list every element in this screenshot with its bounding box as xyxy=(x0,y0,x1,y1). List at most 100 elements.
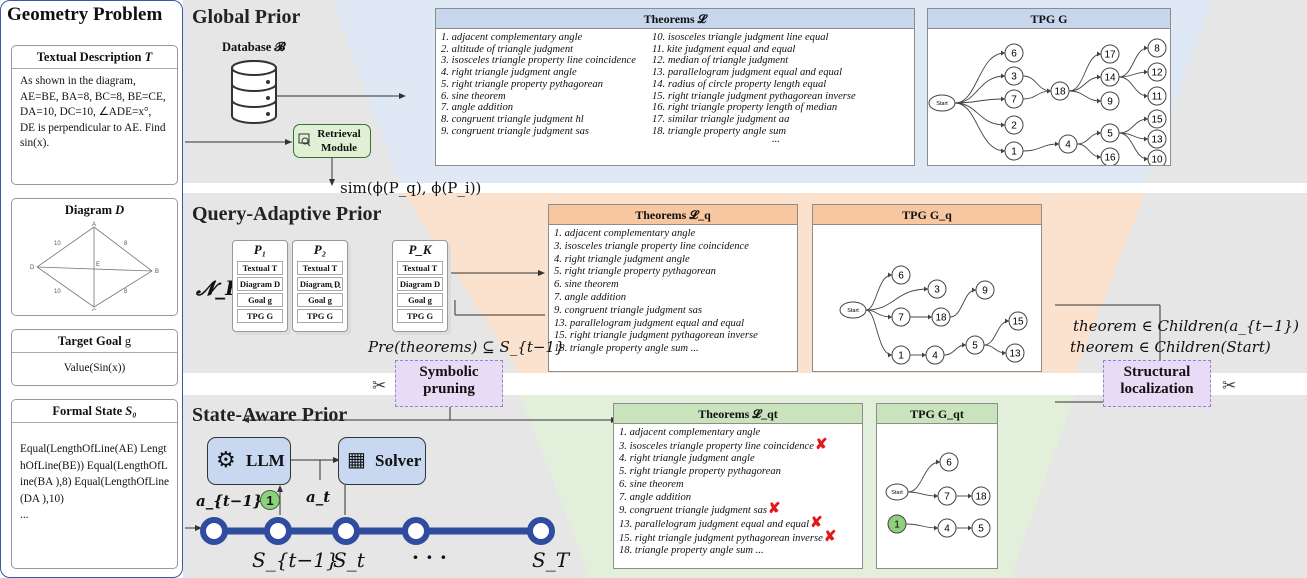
tpg-start-node xyxy=(885,483,909,501)
solver-module: ▦ Solver xyxy=(338,437,426,485)
tpg-start-node xyxy=(928,94,956,112)
tpg-arrowhead xyxy=(1001,96,1005,102)
global-theorems-col2: 10. isosceles triangle judgment line equ… xyxy=(651,32,856,146)
tpg-arrowhead xyxy=(1097,98,1101,104)
tpg-node xyxy=(939,452,959,472)
theorem-item: 13. parallelogram judgment equal and equ… xyxy=(554,317,745,329)
tpg-node-label: 14 xyxy=(1104,73,1116,84)
svg-text:E: E xyxy=(96,262,100,268)
theorem-item: 13. parallelogram judgment equal and equ… xyxy=(651,67,843,79)
tpg-node xyxy=(925,345,945,365)
tpg-arrowhead xyxy=(1144,69,1148,75)
tpg-arrowhead xyxy=(1144,45,1148,51)
tpg-node xyxy=(937,486,957,506)
tpg-node xyxy=(891,345,911,365)
tpg-node-label: 1 xyxy=(898,351,904,362)
tpg-arrowhead xyxy=(1144,156,1148,162)
card-header: Diagram D xyxy=(12,199,177,221)
panel-title: Geometry Problem xyxy=(7,4,163,25)
tpg-node xyxy=(891,307,911,327)
tpg-edge xyxy=(1022,90,1052,100)
cross-mark-icon: ✘ xyxy=(823,528,837,545)
neighbor-card-title: P₁ xyxy=(253,242,267,257)
tpg-node-label: 17 xyxy=(1104,50,1116,61)
theorem-item: 1. adjacent complementary angle xyxy=(441,32,583,43)
llm-module: ⚙ LLM xyxy=(207,437,291,485)
tpg-node-label: 18 xyxy=(1054,87,1066,98)
tpg-start-node xyxy=(839,301,867,319)
neighbor-card-field: Textual T xyxy=(297,261,343,275)
pruning-condition: Pre(theorems) ⊆ S_{t−1} xyxy=(368,338,565,356)
tpg-edge xyxy=(865,274,893,311)
card-header: Textual Description T xyxy=(12,46,177,69)
database-label: Database 𝓑 xyxy=(222,40,286,54)
ellipsis: ... xyxy=(771,134,780,146)
tpg-edge xyxy=(954,75,1006,104)
tpg-node xyxy=(971,518,991,538)
tpg-node xyxy=(1058,134,1078,154)
svg-text:8: 8 xyxy=(124,241,128,247)
structural-localization-box: Structural localization xyxy=(1103,360,1211,407)
tpg-node-label: Start xyxy=(847,308,859,314)
theorem-item: 11. kite judgment equal and equal xyxy=(651,43,796,55)
tpg-node xyxy=(1147,109,1167,129)
tpg-node xyxy=(1004,141,1024,161)
tpg-node-label: 10 xyxy=(1151,155,1163,166)
tpg-arrowhead xyxy=(1001,148,1005,154)
cross-mark-icon: ✘ xyxy=(814,436,828,453)
tpg-node-label: 3 xyxy=(934,285,940,296)
tpg-arrowhead xyxy=(1002,350,1006,356)
tpg-arrowhead xyxy=(968,493,972,499)
tpg-node xyxy=(1147,86,1167,106)
tpg-node-label: 8 xyxy=(1154,44,1160,55)
tpg-node-label: 4 xyxy=(932,351,938,362)
tpg-node-label: 18 xyxy=(935,313,947,324)
tpg-edge xyxy=(954,52,1006,104)
theorem-item: 5. right triangle property pythagorean xyxy=(619,466,781,478)
query-tpg-title: TPG G_q xyxy=(813,205,1041,225)
theorem-item: 6. sine theorem xyxy=(619,478,684,490)
tpg-arrowhead xyxy=(1005,318,1009,324)
theorem-item: 7. angle addition xyxy=(554,291,627,303)
svg-text:D: D xyxy=(30,265,35,271)
cross-mark-icon: ✘ xyxy=(810,514,823,531)
state-dots: · · · xyxy=(412,545,447,569)
tpg-arrowhead xyxy=(934,525,938,531)
tpg-node xyxy=(927,279,947,299)
svg-text:10: 10 xyxy=(54,289,61,295)
theorem-item: 4. right triangle judgment angle xyxy=(619,453,755,465)
state-prev-label: S_{t−1} xyxy=(252,548,339,572)
state-theorems-title: Theorems 𝓛_qt xyxy=(614,404,862,424)
tpg-edge xyxy=(949,289,977,318)
prev-action: a_{t−1} = xyxy=(196,492,281,510)
section-title-state: State-Aware Prior xyxy=(192,404,348,426)
textual-description-text: As shown in the diagram, AE=BE, BA=8, BC… xyxy=(20,75,166,150)
tpg-node xyxy=(975,280,995,300)
tpg-node xyxy=(1008,311,1028,331)
theorem-item: 3. isosceles triangle property line coin… xyxy=(441,55,636,67)
tpg-arrowhead xyxy=(922,352,926,358)
svg-text:B: B xyxy=(155,269,159,275)
card-header: Formal State S₀ xyxy=(12,400,177,423)
svg-text:10: 10 xyxy=(54,241,61,247)
tpg-node xyxy=(1147,129,1167,149)
tpg-node xyxy=(1100,91,1120,111)
tpg-edge xyxy=(865,288,929,311)
tpg-edge xyxy=(905,523,939,529)
theorem-item: 6. sine theorem xyxy=(441,90,506,102)
global-theorems-title: Theorems 𝓛 xyxy=(436,9,914,29)
tpg-node-label: 13 xyxy=(1009,349,1021,360)
query-theorems-box: Theorems 𝓛_q 1. adjacent complementary a… xyxy=(548,204,798,372)
tpg-arrowhead xyxy=(1001,122,1005,128)
tpg-edge xyxy=(1022,75,1052,92)
neighbor-card-field: Goal g xyxy=(297,293,343,307)
scissors-icon: ✂ xyxy=(372,376,387,395)
tpg-arrowhead xyxy=(934,493,938,499)
tpg-node xyxy=(937,518,957,538)
